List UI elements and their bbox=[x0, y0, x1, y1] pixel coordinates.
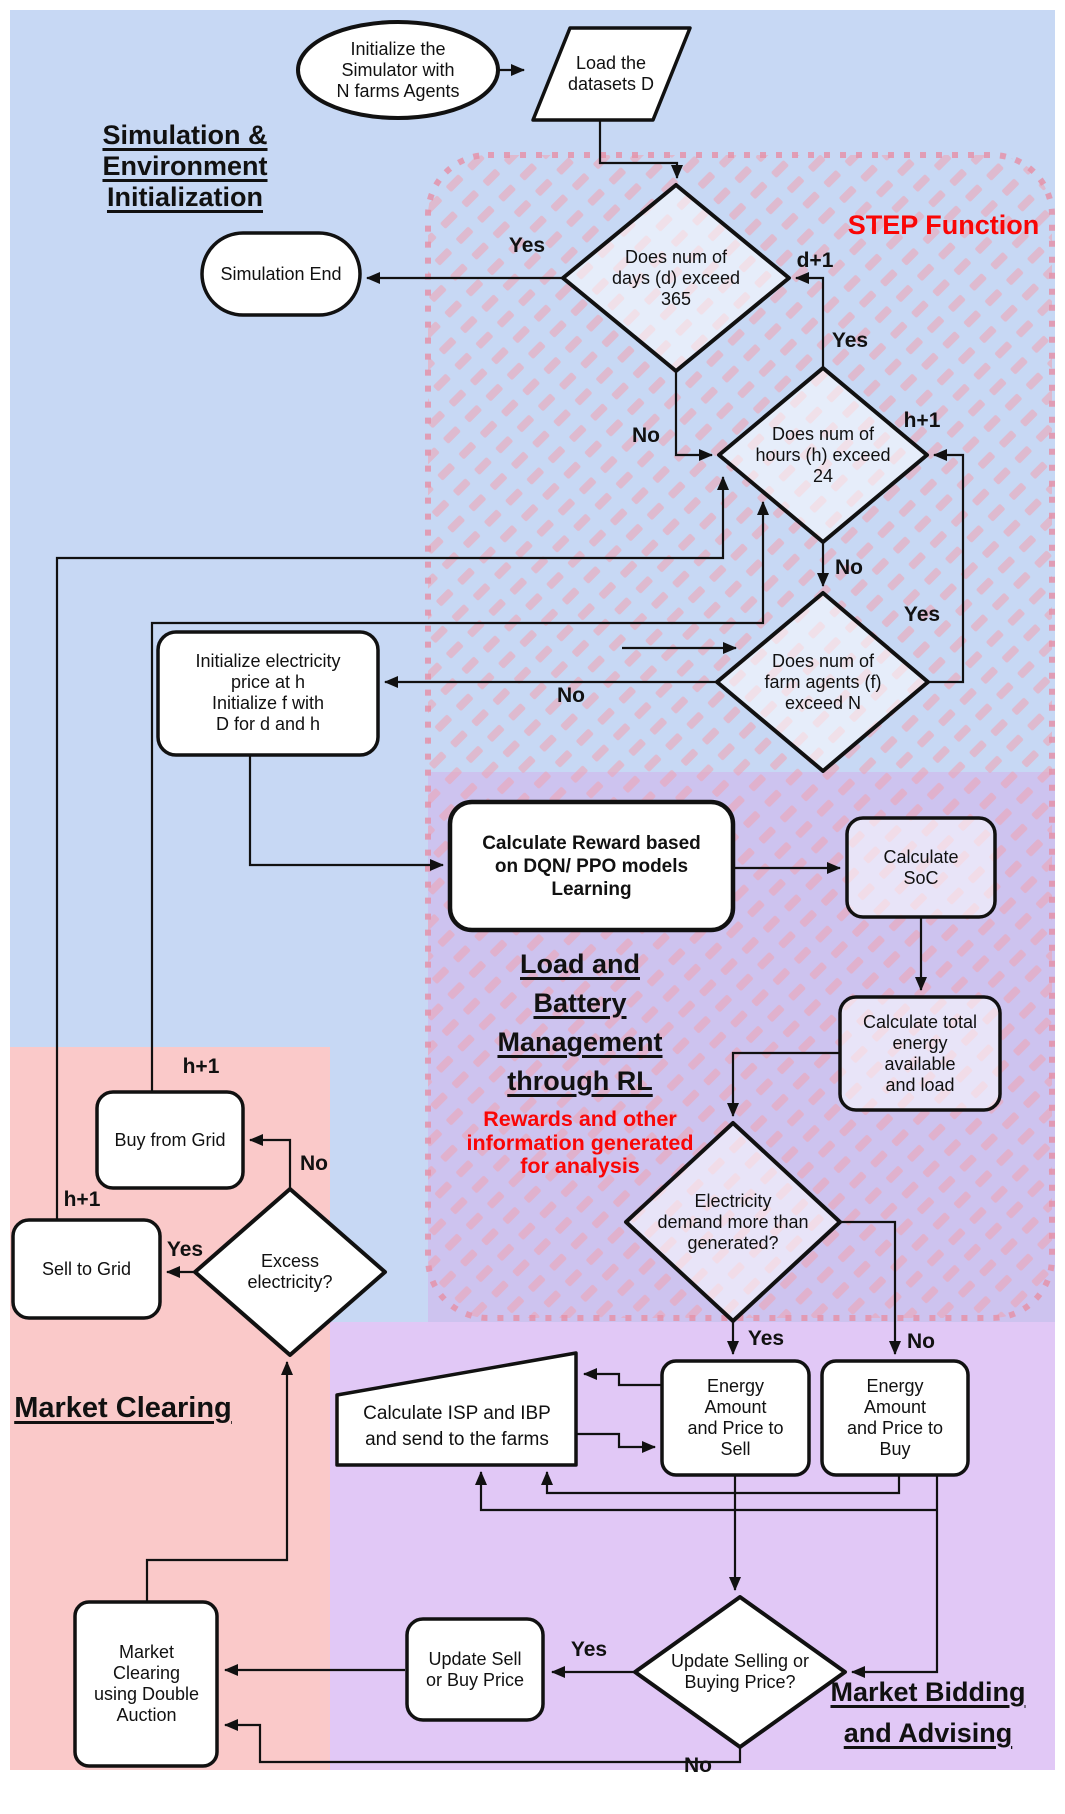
shape-calc-soc bbox=[845, 816, 997, 919]
node-update-price-check: Update Selling or Buying Price? bbox=[670, 1651, 810, 1692]
shape-update-price bbox=[405, 1617, 545, 1722]
shape-calc-isp-ibp bbox=[335, 1351, 578, 1467]
shape-hours-check bbox=[717, 366, 929, 544]
heading-simulation-environment: Simulation & Environment Initialization bbox=[102, 120, 268, 212]
shape-excess-electricity bbox=[193, 1187, 387, 1357]
node-electricity-demand: Electricity demand more than generated? bbox=[657, 1190, 809, 1253]
edge-label-excess-yes: Yes bbox=[166, 1238, 204, 1261]
shape-init-electricity bbox=[156, 630, 380, 757]
node-calc-total-energy: Calculate total energy available and loa… bbox=[862, 1012, 978, 1095]
node-shapes bbox=[11, 20, 1002, 1768]
shape-days-check bbox=[561, 183, 791, 373]
edge-label-electricity-yes: Yes bbox=[747, 1327, 785, 1350]
node-excess-electricity: Excess electricity? bbox=[247, 1251, 333, 1292]
shape-calc-reward bbox=[447, 799, 736, 933]
shape-electricity-demand bbox=[624, 1121, 842, 1323]
edge-label-days-yes: Yes bbox=[508, 234, 546, 257]
node-calc-reward: Calculate Reward based on DQN/ PPO model… bbox=[482, 832, 701, 900]
edge-label-farms-no: No bbox=[557, 684, 585, 707]
connectors bbox=[55, 64, 965, 1764]
edge-label-electricity-no: No bbox=[907, 1330, 935, 1353]
heading-load-battery-rl: Load and Battery Management through RL bbox=[497, 949, 663, 1096]
shape-load-datasets bbox=[531, 26, 692, 122]
node-load-datasets: Load the datasets D bbox=[567, 53, 655, 94]
node-calc-soc: Calculate SoC bbox=[883, 846, 959, 888]
node-days-check: Does num of days (d) exceed 365 bbox=[611, 246, 741, 309]
shape-energy-buy bbox=[820, 1359, 970, 1477]
shape-init-simulator bbox=[296, 20, 500, 120]
edge-label-update-no: No bbox=[684, 1754, 712, 1777]
node-hours-check: Does num of hours (h) exceed 24 bbox=[755, 423, 891, 486]
edge-label-excess-no: No bbox=[300, 1152, 328, 1175]
edge-label-d-plus-1: d+1 bbox=[796, 249, 834, 272]
shape-sell-to-grid bbox=[11, 1218, 162, 1320]
note-rewards-analysis: Rewards and other information generated … bbox=[466, 1107, 694, 1178]
edge-label-hours-no: No bbox=[835, 556, 863, 579]
edge-label-sell-h-plus-1: h+1 bbox=[63, 1188, 101, 1211]
node-sell-to-grid: Sell to Grid bbox=[41, 1258, 132, 1279]
node-init-electricity: Initialize electricity price at h Initia… bbox=[195, 651, 341, 734]
node-energy-sell: Energy Amount and Price to Sell bbox=[687, 1376, 784, 1459]
shape-simulation-end bbox=[200, 231, 362, 317]
node-farms-check: Does num of farm agents (f) exceed N bbox=[764, 650, 882, 713]
shape-calc-total-energy bbox=[838, 995, 1002, 1112]
node-init-simulator: Initialize the Simulator with N farms Ag… bbox=[336, 38, 460, 101]
edge-label-days-no: No bbox=[632, 424, 660, 447]
heading-step-function: STEP Function bbox=[847, 210, 1040, 240]
node-simulation-end: Simulation End bbox=[220, 263, 342, 284]
edge-label-update-yes: Yes bbox=[570, 1638, 608, 1661]
node-market-clearing-auction: Market Clearing using Double Auction bbox=[93, 1642, 200, 1725]
edge-label-hours-yes: Yes bbox=[831, 329, 869, 352]
node-energy-buy: Energy Amount and Price to Buy bbox=[846, 1376, 944, 1459]
shape-update-price-check bbox=[633, 1595, 847, 1749]
shape-market-clearing-auction bbox=[73, 1600, 219, 1768]
node-calc-isp-ibp: Calculate ISP and IBP and send to the fa… bbox=[363, 1403, 551, 1450]
node-update-price: Update Sell or Buy Price bbox=[425, 1648, 525, 1690]
shape-farms-check bbox=[715, 591, 930, 773]
shape-buy-from-grid bbox=[95, 1090, 245, 1190]
edge-label-h-plus-1-hours: h+1 bbox=[903, 409, 941, 432]
heading-market-bidding: Market Bidding and Advising bbox=[830, 1677, 1026, 1748]
shape-energy-sell bbox=[660, 1359, 811, 1477]
edge-label-buy-h-plus-1: h+1 bbox=[182, 1055, 220, 1078]
node-buy-from-grid: Buy from Grid bbox=[114, 1129, 226, 1150]
heading-market-clearing: Market Clearing bbox=[14, 1392, 232, 1424]
edge-label-farms-yes: Yes bbox=[903, 603, 941, 626]
